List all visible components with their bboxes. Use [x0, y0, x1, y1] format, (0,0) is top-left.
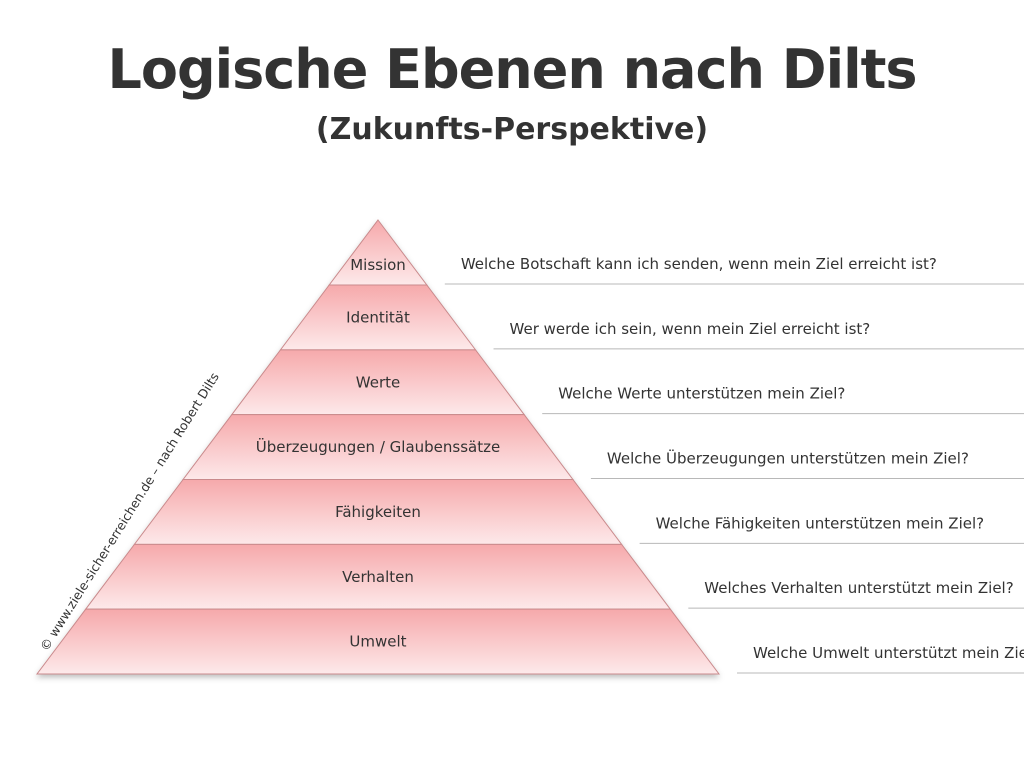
level-question: Welche Werte unterstützen mein Ziel?: [558, 385, 845, 403]
level-question: Welches Verhalten unterstützt mein Ziel?: [704, 579, 1013, 597]
level-question: Wer werde ich sein, wenn mein Ziel errei…: [510, 320, 871, 338]
pyramid-band: [328, 219, 428, 286]
level-question: Welche Botschaft kann ich senden, wenn m…: [461, 255, 937, 273]
page-title: Logische Ebenen nach Dilts: [107, 38, 917, 101]
level-question: Welche Umwelt unterstützt mein Ziel?: [753, 644, 1024, 662]
pyramid-band: [35, 608, 721, 675]
level-question: Welche Überzeugungen unterstützen mein Z…: [607, 449, 969, 468]
level-label: Fähigkeiten: [335, 503, 421, 521]
level-label: Verhalten: [342, 568, 414, 586]
question-list: Welche Botschaft kann ich senden, wenn m…: [444, 255, 1024, 674]
level-label: Werte: [356, 373, 400, 391]
level-label: Überzeugungen / Glaubenssätze: [256, 437, 500, 456]
pyramid-bands: [35, 219, 721, 675]
page-subtitle: (Zukunfts-Perspektive): [315, 112, 709, 147]
level-label: Umwelt: [349, 633, 406, 651]
level-label: Identität: [346, 308, 410, 326]
level-question: Welche Fähigkeiten unterstützen mein Zie…: [656, 514, 985, 532]
level-label: Mission: [350, 256, 406, 274]
